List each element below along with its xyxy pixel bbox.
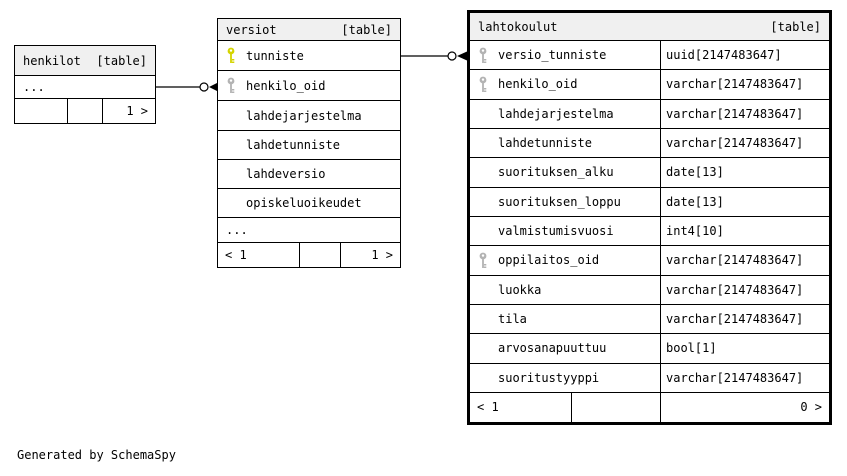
column-name: suoritustyyppi xyxy=(498,370,600,385)
table-header: versiot [table] xyxy=(218,19,400,41)
column-type: uuid[2147483647] xyxy=(666,48,782,63)
column-type: varchar[2147483647] xyxy=(666,312,804,327)
column-name: versio_tunniste xyxy=(498,48,607,63)
table-name: versiot xyxy=(226,22,277,37)
column-row: suorituksen_alku date[13] xyxy=(470,158,829,188)
pager-prev[interactable]: < 1 xyxy=(470,392,572,422)
pager-next[interactable]: 1 > xyxy=(371,248,393,262)
column-name: luokka xyxy=(498,282,542,297)
arrowhead-icon xyxy=(457,51,467,61)
column-name: lahdetunniste xyxy=(246,138,340,152)
column-name: lahdejarjestelma xyxy=(498,106,614,121)
column-row: suoritustyyppi varchar[2147483647] xyxy=(470,363,829,393)
column-name: oppilaitos_oid xyxy=(498,253,600,268)
column-name: opiskeluoikeudet xyxy=(246,196,362,210)
column-row: lahdeversio xyxy=(218,160,400,189)
table-header: lahtokoulut [table] xyxy=(470,13,829,41)
generator-note: Generated by SchemaSpy xyxy=(17,448,176,462)
column-name: lahdejarjestelma xyxy=(246,108,362,123)
table-tag: [table] xyxy=(770,19,821,34)
column-row: tunniste xyxy=(218,41,400,71)
column-type: date[13] xyxy=(666,194,724,209)
foreign-key-icon xyxy=(478,76,490,93)
column-name: arvosanapuuttuu xyxy=(498,341,607,356)
connector-henkilot-versiot xyxy=(155,82,218,92)
zero-or-one-circle-icon xyxy=(199,82,209,92)
column-row: suorituksen_loppu date[13] xyxy=(470,187,829,217)
table-pager: < 1 0 > xyxy=(470,392,829,422)
column-type: varchar[2147483647] xyxy=(666,77,804,92)
column-name: suorituksen_alku xyxy=(498,165,614,180)
column-type: varchar[2147483647] xyxy=(666,253,804,268)
column-row: oppilaitos_oid varchar[2147483647] xyxy=(470,246,829,276)
table-node-lahtokoulut[interactable]: lahtokoulut [table] versio_tunniste uuid… xyxy=(467,10,832,425)
table-pager: < 1 1 > xyxy=(218,243,400,267)
zero-or-one-circle-icon xyxy=(447,51,457,61)
foreign-key-icon xyxy=(478,47,490,64)
column-type: date[13] xyxy=(666,165,724,180)
column-row: opiskeluoikeudet xyxy=(218,189,400,218)
column-type: varchar[2147483647] xyxy=(666,106,804,121)
column-row: henkilo_oid xyxy=(218,71,400,101)
table-tag: [table] xyxy=(341,22,392,37)
column-name: valmistumisvuosi xyxy=(498,224,614,239)
column-row: tila varchar[2147483647] xyxy=(470,304,829,335)
hidden-columns-row: ... xyxy=(15,76,155,99)
column-type: varchar[2147483647] xyxy=(666,136,804,151)
column-row: arvosanapuuttuu bool[1] xyxy=(470,334,829,364)
pager-cell xyxy=(300,243,341,267)
column-row: lahdetunniste varchar[2147483647] xyxy=(470,128,829,159)
table-tag: [table] xyxy=(96,53,147,68)
table-pager: 1 > xyxy=(15,99,155,123)
table-name: henkilot xyxy=(23,53,81,68)
pager-next[interactable]: 1 > xyxy=(126,104,148,118)
column-row: henkilo_oid varchar[2147483647] xyxy=(470,70,829,100)
column-type: varchar[2147483647] xyxy=(666,282,804,297)
column-row: lahdejarjestelma varchar[2147483647] xyxy=(470,99,829,129)
column-name: lahdetunniste xyxy=(498,136,592,151)
column-type: varchar[2147483647] xyxy=(666,370,804,385)
column-name: tila xyxy=(498,312,527,327)
column-row: luokka varchar[2147483647] xyxy=(470,275,829,305)
foreign-key-icon xyxy=(478,252,490,269)
table-node-versiot[interactable]: versiot [table] tunniste henkilo_oid lah… xyxy=(217,18,401,268)
column-name: henkilo_oid xyxy=(498,77,578,92)
column-row: lahdetunniste xyxy=(218,131,400,160)
column-name: tunniste xyxy=(246,48,304,63)
column-row: lahdejarjestelma xyxy=(218,101,400,131)
pager-prev[interactable]: < 1 xyxy=(218,243,300,267)
column-row: valmistumisvuosi int4[10] xyxy=(470,216,829,247)
table-name: lahtokoulut xyxy=(478,19,558,34)
pager-cell xyxy=(572,392,661,422)
column-name: lahdeversio xyxy=(246,167,326,181)
pager-cell xyxy=(68,99,103,123)
connector-versiot-lahtokoulut xyxy=(400,51,467,61)
column-type: int4[10] xyxy=(666,224,724,239)
table-node-henkilot[interactable]: henkilot [table] ... 1 > xyxy=(14,45,156,124)
pager-cell xyxy=(15,99,68,123)
table-header: henkilot [table] xyxy=(15,46,155,76)
column-name: henkilo_oid xyxy=(246,78,326,93)
foreign-key-icon xyxy=(226,77,238,94)
column-name: suorituksen_loppu xyxy=(498,194,621,209)
pager-next[interactable]: 0 > xyxy=(800,400,822,415)
column-row: versio_tunniste uuid[2147483647] xyxy=(470,41,829,71)
column-type: bool[1] xyxy=(666,341,717,356)
hidden-columns-row: ... xyxy=(218,218,400,243)
primary-key-icon xyxy=(226,47,238,64)
